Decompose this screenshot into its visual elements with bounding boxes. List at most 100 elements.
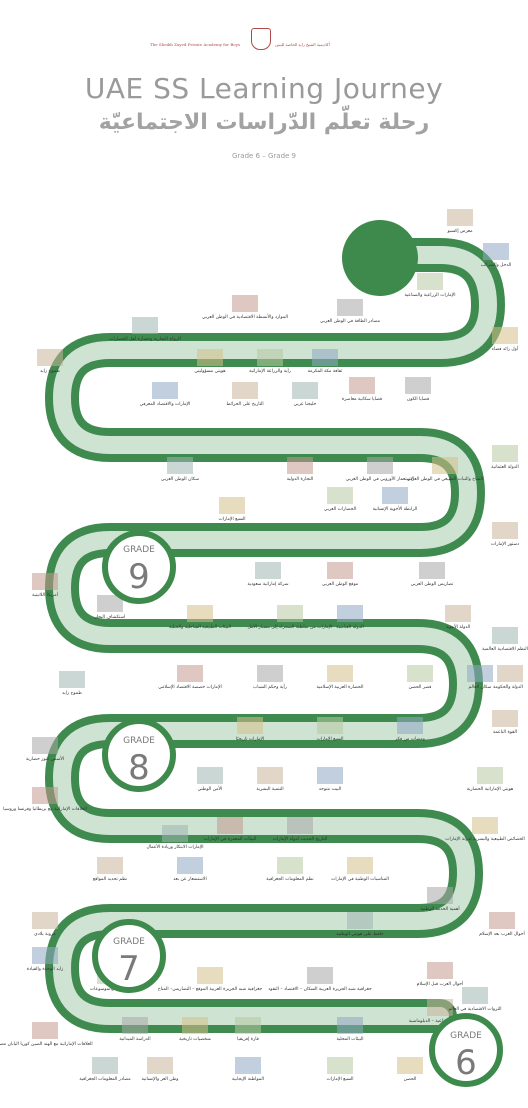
topic-label: معرض إكسبو: [446, 228, 473, 234]
topic-photo: [337, 1017, 363, 1034]
topic-label: الإمارات تاريخيًا: [236, 736, 264, 742]
topic-photo: [235, 1017, 261, 1034]
topic-label: استكشاف البحار: [94, 614, 126, 620]
topic-photo: [277, 857, 303, 874]
topic-label: وطن العز والإنسانية: [142, 1077, 179, 1082]
topic-photo: [317, 767, 343, 784]
topic-label: الرابطة الأخوية الإنسانية: [373, 505, 418, 512]
topic-photo: [197, 967, 223, 984]
topic-label: الحضارات العربي: [324, 507, 356, 512]
grade-range: Grade 6 – Grade 9: [232, 152, 296, 160]
topic-photo: [197, 349, 223, 366]
topic-photo: [217, 817, 243, 834]
topic-label: قضايا الكون: [407, 396, 429, 402]
topic-label: الخصائص الطبيعية والبشرية لدولة الإمارات: [445, 837, 525, 842]
topic-photo: [492, 522, 518, 539]
topic-photo: [327, 665, 353, 682]
start-circle: [342, 220, 418, 296]
topic-label: حافظ على هويتي الوطنية: [336, 932, 384, 937]
topic-photo: [32, 737, 58, 754]
topic-photo: [122, 1017, 148, 1034]
topic-photo: [167, 457, 193, 474]
topic-label: السبع الإمارات: [326, 1077, 353, 1082]
topic-label: الدولة العباسية: [336, 625, 363, 630]
topic-photo: [277, 605, 303, 622]
topic-label: الزراعية – الصناعية – الدبلوماسية: [409, 1019, 471, 1024]
grade-badge-8: GRADE 8: [102, 718, 176, 792]
topic-photo: [312, 349, 338, 366]
topic-label: شركة إماراتية سعودية: [247, 581, 288, 587]
topic-label: النظم الاقتصادية العالمية: [482, 647, 528, 652]
topic-labels: معرض إكسبو الدخل والضرائب الإمارات الزراعي…: [0, 228, 528, 1082]
topic-label: الأمن الوطني: [198, 785, 223, 792]
grade-6-label: GRADE: [450, 1031, 482, 1041]
topic-label: أحوال العرب بعد الإسلام: [479, 930, 525, 937]
topic-label: الدولة الأموية: [446, 623, 471, 630]
topic-photo: [32, 787, 58, 804]
topic-label: قصر الحصن: [409, 685, 432, 690]
topic-label: سكان العالم: [469, 684, 492, 690]
topic-label: نظم تحديد المواقع: [93, 877, 127, 882]
topic-label: سكان الوطن العربي: [161, 476, 199, 482]
topic-photo: [255, 562, 281, 579]
topic-photo: [177, 665, 203, 682]
topic-label: قارة إفريقيا: [237, 1037, 259, 1042]
topic-label: الحصن: [404, 1077, 417, 1082]
topic-label: تضاريس الوطن العربي: [411, 582, 455, 587]
topic-label: نظم المعلومات الجغرافية: [266, 877, 313, 882]
topic-label: الدخل والضرائب: [481, 263, 512, 268]
topic-photo: [197, 767, 223, 784]
topic-label: التجارة الدولية: [287, 477, 314, 482]
topic-photo: [327, 487, 353, 504]
topic-label: التاريخ على الخرائط: [226, 402, 263, 407]
topic-photo: [492, 710, 518, 727]
topic-label: الرواج التجارية وحضارة أهل الحضارات: [109, 335, 181, 342]
topic-label: مصادر المعلومات الجغرافية: [79, 1077, 131, 1082]
topic-photo: [492, 445, 518, 462]
topic-label: هويتي الإماراتية الحضارية: [467, 787, 514, 792]
grade-9-label: GRADE: [123, 545, 155, 555]
topic-label: الإمارات الزراعية والصناعية: [405, 293, 456, 298]
topic-label: الأطلس والموسوعات: [90, 985, 130, 992]
grade-8-number: 8: [128, 748, 150, 788]
topic-photo: [492, 327, 518, 344]
topic-label: رأية وحكم الشباب: [253, 683, 287, 690]
topic-label: السبع الإمارات: [316, 737, 343, 742]
topic-photo: [32, 1022, 58, 1039]
school-seal-icon: [251, 28, 271, 50]
topic-photo: [37, 349, 63, 366]
topic-label: طموح زايد: [40, 369, 60, 374]
topic-photo: [419, 562, 445, 579]
topic-photo: [235, 1057, 261, 1074]
grade-6-number: 6: [455, 1043, 477, 1083]
topic-label: رأية والزراعة الإماراتية: [249, 367, 291, 374]
topic-label: العلاقات الإماراتية مع الهند الصين كوريا…: [0, 1041, 93, 1047]
topic-photo: [32, 912, 58, 929]
topic-label: التنمية البشرية: [256, 787, 283, 792]
school-name-en: The Sheikh Zayed Private Academy for Boy…: [150, 42, 241, 47]
topic-label: الإمارات والاقتصاد المعرفي: [140, 402, 191, 407]
grade-9-number: 9: [128, 557, 150, 597]
topic-label: الإمارات الابتكار وريادة الأعمال: [146, 843, 203, 850]
topic-photo: [237, 717, 263, 734]
topic-label: الثروات الاقتصادية في العالم: [448, 1007, 501, 1012]
topic-photo: [232, 382, 258, 399]
topic-photo: [432, 457, 458, 474]
topic-photo: [397, 1057, 423, 1074]
topic-label: دستور الإمارات: [491, 542, 519, 547]
grade-badge-9: GRADE 9: [102, 530, 176, 604]
topic-label: العلاقات الإماراتية مع بريطانيا وفرنسا و…: [3, 807, 87, 812]
topic-label: البيئات المعمرة في الإمارات: [204, 837, 257, 842]
topic-photo: [187, 605, 213, 622]
topic-photo: [32, 573, 58, 590]
grade-badge-6: GRADE 6: [429, 1013, 503, 1087]
journey-road: [45, 220, 505, 1033]
topic-label: التاريخ الحديث لدولة الإمارات: [273, 837, 327, 842]
topic-photo: [427, 962, 453, 979]
topic-photo: [287, 457, 313, 474]
topic-label: البيئات الطبيعية الساحلية والجبلية: [169, 625, 231, 630]
topic-photo: [292, 382, 318, 399]
topic-label: قضايا سكانية معاصرة: [342, 396, 382, 402]
topic-photo: [59, 671, 85, 688]
